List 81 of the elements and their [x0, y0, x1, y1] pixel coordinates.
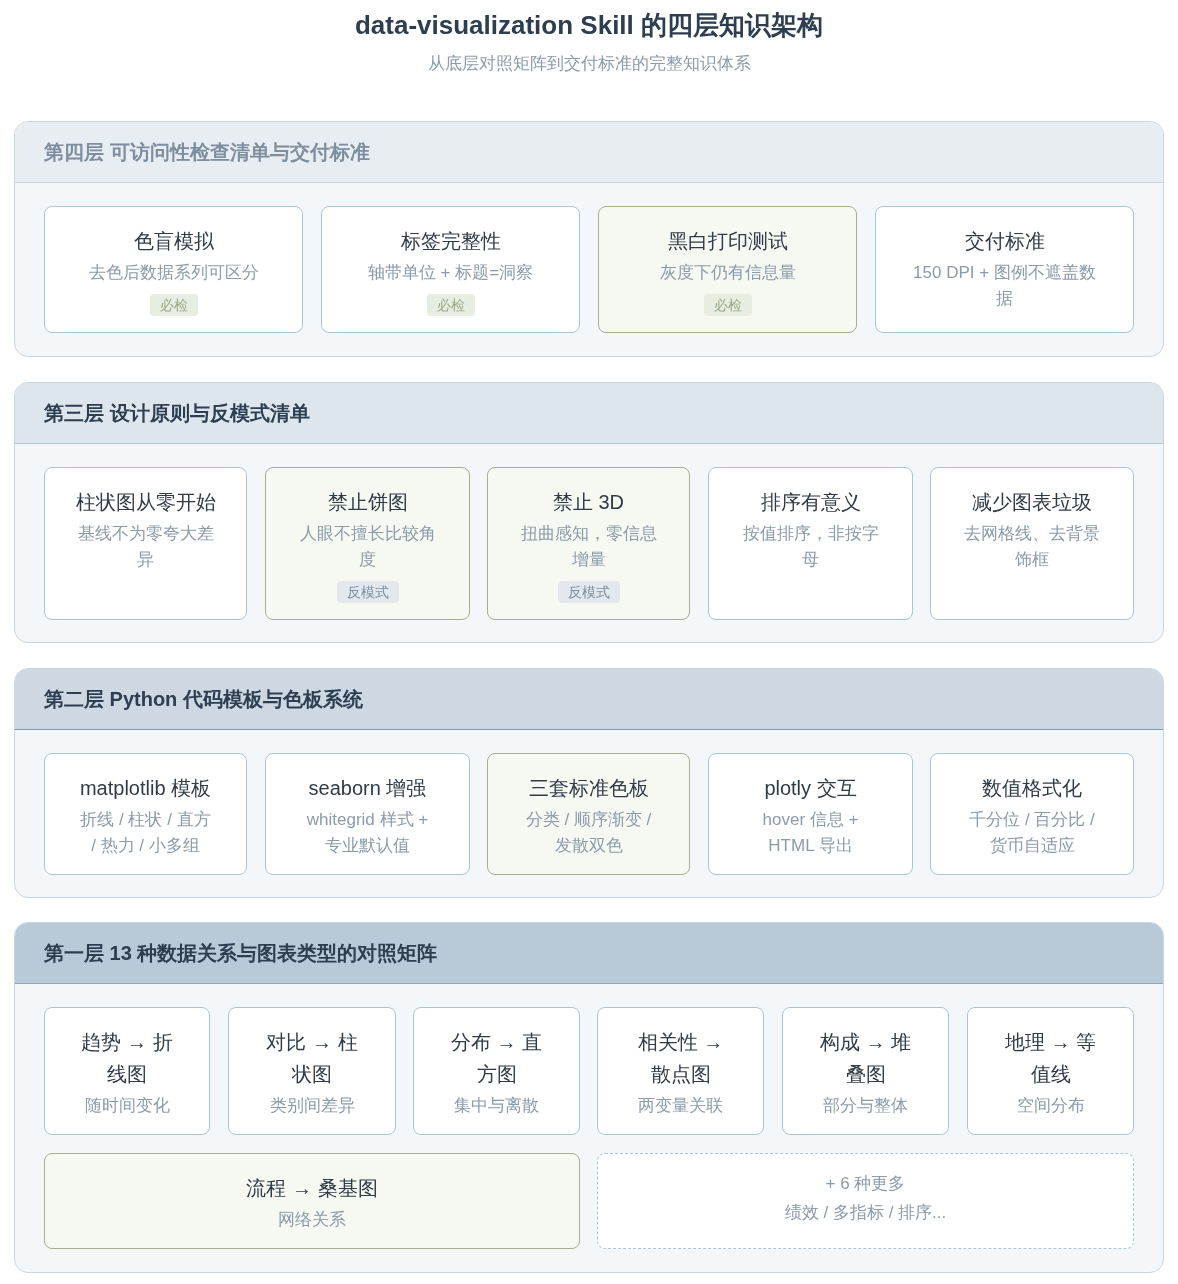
layer-heading: 第一层 13 种数据关系与图表类型的对照矩阵 [15, 923, 1163, 984]
card-description: 两变量关联 [638, 1095, 723, 1117]
card [708, 753, 913, 875]
card-title: 柱状图从零开始 [75, 490, 216, 515]
card-title: 对比 → 柱状图 [265, 1030, 359, 1087]
tag: 反模式 [557, 581, 620, 603]
layer-heading: 第二层 Python 代码模板与色板系统 [15, 669, 1163, 730]
card-description: 灰度下仍有信息量 [659, 262, 796, 284]
card [44, 467, 247, 620]
card-description: 按值排序，非按字母 [741, 523, 880, 571]
card [782, 1007, 949, 1135]
card-description: 轴带单位 + 标题=洞察 [367, 262, 534, 284]
card-title: 流程 → 桑基图 [246, 1176, 378, 1201]
card [265, 753, 470, 875]
card [44, 206, 303, 333]
card-description: 去色后数据系列可区分 [88, 262, 259, 284]
card-title: 黑白打印测试 [667, 229, 788, 254]
layer-heading: 第四层 可访问性检查清单与交付标准 [15, 122, 1163, 183]
card-title: 排序有意义 [760, 490, 861, 515]
card-title: seaborn 增强 [308, 776, 427, 801]
card [875, 206, 1134, 333]
card-title: + 6 种更多 [825, 1173, 906, 1195]
dashed-card [597, 1153, 1134, 1249]
card-title: 三套标准色板 [528, 776, 649, 801]
tag: 必检 [149, 294, 198, 316]
card-title: 数值格式化 [982, 776, 1082, 801]
card-description: 绩效 / 多指标 / 排序... [784, 1202, 947, 1224]
card [708, 467, 913, 620]
card [265, 467, 470, 620]
card-title: plotly 交互 [764, 776, 857, 801]
layer-panel [14, 922, 1164, 1273]
tag: 必检 [703, 294, 752, 316]
card-description: hover 信息 + HTML 导出 [761, 809, 860, 857]
card [930, 753, 1134, 875]
card-description: 空间分布 [1016, 1095, 1085, 1117]
card [413, 1007, 580, 1135]
card-description: 人眼不擅长比较角度 [298, 523, 437, 571]
card-title: 构成 → 堆叠图 [818, 1030, 913, 1087]
card-description: 扭曲感知，零信息增量 [519, 523, 658, 571]
card-description: 分类 / 顺序渐变 / 发散双色 [524, 809, 653, 857]
card-description: 网络关系 [278, 1209, 346, 1231]
card-title: 标签完整性 [400, 229, 501, 254]
card-description: 类别间差异 [269, 1095, 355, 1117]
card [321, 206, 580, 333]
tag: 必检 [426, 294, 475, 316]
tag: 反模式 [336, 581, 399, 603]
layer-panel [14, 668, 1164, 898]
card [487, 467, 690, 620]
card-description: whitegrid 样式 + 专业默认值 [305, 809, 430, 857]
layer-panel [14, 382, 1164, 643]
card-description: 集中与离散 [454, 1095, 539, 1117]
card-title: 地理 → 等值线 [1003, 1030, 1098, 1087]
card-description: 150 DPI + 图例不遮盖数据 [912, 262, 1097, 310]
card [597, 1007, 764, 1135]
card-title: 色盲模拟 [133, 229, 214, 254]
card-title: 分布 → 直方图 [449, 1030, 544, 1087]
card [967, 1007, 1134, 1135]
card-description: 折线 / 柱状 / 直方 / 热力 / 小多组 [79, 809, 212, 857]
card-title: 相关性 → 散点图 [636, 1030, 725, 1087]
layer-panel [14, 121, 1164, 357]
card [44, 753, 247, 875]
card-description: 去网格线、去背景饰框 [963, 523, 1101, 571]
card [44, 1153, 580, 1249]
subtitle: 从底层对照矩阵到交付标准的完整知识体系 [426, 53, 752, 75]
card [228, 1007, 396, 1135]
card-title: 趋势 → 折线图 [80, 1030, 174, 1087]
card-title: 禁止 3D [552, 490, 625, 515]
card [598, 206, 857, 333]
card-description: 千分位 / 百分比 / 货币自适应 [968, 809, 1096, 857]
card [44, 1007, 210, 1135]
diagram-title: data-visualization Skill 的四层知识架构 [353, 9, 825, 42]
card-description: 基线不为零夸大差异 [76, 523, 215, 571]
card-title: matplotlib 模板 [79, 776, 212, 801]
card [930, 467, 1134, 620]
card-description: 随时间变化 [84, 1095, 170, 1117]
card-title: 减少图表垃圾 [972, 490, 1092, 515]
card-title: 禁止饼图 [327, 490, 408, 515]
card-title: 交付标准 [964, 229, 1045, 254]
card [487, 753, 690, 875]
layer-heading: 第三层 设计原则与反模式清单 [15, 383, 1163, 444]
card-description: 部分与整体 [823, 1095, 908, 1117]
